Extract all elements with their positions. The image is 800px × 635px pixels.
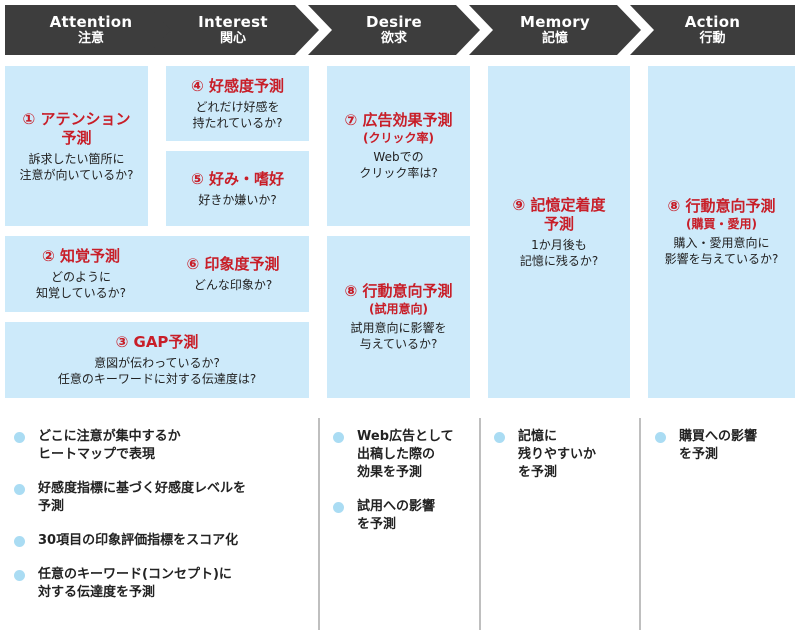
box-ad-effect-prediction: ⑦ 広告効果予測 (クリック率) Webでの クリック率は? (327, 66, 470, 226)
box-memory-retention: ⑨ 記憶定着度 予測 1か月後も 記憶に残るか? (488, 66, 630, 398)
box-favorability-prediction: ④ 好感度予測 どれだけ好感を 持たれているか? (166, 66, 309, 141)
stage-label-jp: 注意 (77, 31, 104, 46)
stage-desire: Desire 欲求 (308, 5, 480, 55)
stage-action: Action 行動 (630, 5, 795, 55)
box-description: どれだけ好感を 持たれているか? (192, 99, 283, 130)
bullet-list-desire: Web広告として 出稿した際の 効果を予測 試用への影響 を予測 (333, 428, 478, 550)
box-title: ④ 好感度予測 (191, 76, 284, 95)
bullet-list-attention-interest: どこに注意が集中するか ヒートマップで表現 好感度指標に基づく好感度レベルを 予… (14, 428, 314, 618)
stage-interest: Interest 関心 (147, 5, 319, 55)
bullet-dot-icon (14, 484, 25, 495)
box-description: 訴求したい箇所に 注意が向いているか? (19, 151, 134, 182)
box-description: 意図が伝わっているか? 任意のキーワードに対する伝達度は? (57, 356, 257, 386)
bullet-item: 購買への影響 を予測 (655, 428, 795, 464)
bullet-item: どこに注意が集中するか ヒートマップで表現 (14, 428, 314, 464)
box-subtitle: (試用意向) (369, 302, 428, 316)
column-separator (479, 418, 481, 630)
impression-group: ⑥ 印象度予測 どんな印象か? (163, 255, 303, 293)
box-description: 好きか嫌いか? (198, 192, 277, 207)
perception-group: ② 知覚予測 どのように 知覚しているか? (11, 247, 151, 301)
bullet-dot-icon (333, 502, 344, 513)
stage-label-en: Action (684, 13, 741, 31)
box-title: ③ GAP予測 (115, 333, 199, 351)
box-title: ② 知覚予測 (42, 247, 120, 265)
stage-label-jp: 行動 (699, 31, 726, 46)
box-title: ⑦ 広告効果予測 (344, 111, 453, 129)
stage-label-jp: 記憶 (541, 31, 568, 46)
box-subtitle: (購買・愛用) (686, 217, 757, 231)
stage-label-jp: 欲求 (380, 31, 407, 46)
box-title: ① アテンション (22, 109, 131, 128)
box-intent-trial: ⑧ 行動意向予測 (試用意向) 試用意向に影響を 与えているか? (327, 236, 470, 398)
box-subtitle: (クリック率) (363, 131, 434, 145)
stage-label-jp: 関心 (219, 31, 246, 46)
bullet-dot-icon (14, 432, 25, 443)
box-preference: ⑤ 好み・嗜好 好きか嫌いか? (166, 151, 309, 226)
box-title: 予測 (543, 214, 574, 233)
bullet-item: 好感度指標に基づく好感度レベルを 予測 (14, 480, 314, 516)
box-title: ⑧ 行動意向予測 (667, 197, 776, 215)
bullet-item: 記憶に 残りやすいか を予測 (494, 428, 634, 482)
stage-attention: Attention 注意 (5, 5, 177, 55)
box-intent-purchase: ⑧ 行動意向予測 (購買・愛用) 購入・愛用意向に 影響を与えているか? (648, 66, 795, 398)
box-description: どのように 知覚しているか? (35, 270, 126, 300)
box-title: ⑨ 記憶定着度 (512, 195, 606, 214)
bullet-item: 任意のキーワード(コンセプト)に 対する伝達度を予測 (14, 566, 314, 602)
bullet-dot-icon (655, 432, 666, 443)
bullet-dot-icon (333, 432, 344, 443)
stage-label-en: Desire (365, 13, 423, 31)
bullet-dot-icon (14, 536, 25, 547)
box-title: ⑤ 好み・嗜好 (191, 169, 284, 188)
box-description: Webでの クリック率は? (359, 150, 438, 180)
box-perception-impression: ② 知覚予測 どのように 知覚しているか? ⑥ 印象度予測 どんな印象か? (5, 236, 309, 312)
bullet-item: 30項目の印象評価指標をスコア化 (14, 532, 314, 550)
box-gap-prediction: ③ GAP予測 意図が伝わっているか? 任意のキーワードに対する伝達度は? (5, 322, 309, 398)
box-description: 購入・愛用意向に 影響を与えているか? (664, 236, 779, 266)
bullet-list-memory: 記憶に 残りやすいか を予測 (494, 428, 634, 498)
bullet-item: Web広告として 出稿した際の 効果を予測 (333, 428, 478, 482)
bullet-dot-icon (494, 432, 505, 443)
box-description: 1か月後も 記憶に残るか? (519, 237, 599, 268)
bullet-list-action: 購買への影響 を予測 (655, 428, 795, 480)
column-separator (318, 418, 320, 630)
box-title: 予測 (61, 128, 92, 147)
stage-memory: Memory 記憶 (469, 5, 641, 55)
box-description: どんな印象か? (193, 278, 273, 292)
box-title: ⑧ 行動意向予測 (344, 282, 453, 300)
box-title: ⑥ 印象度予測 (186, 255, 280, 273)
stage-label-en: Interest (198, 13, 268, 31)
box-description: 試用意向に影響を 与えているか? (350, 321, 447, 351)
column-separator (639, 418, 641, 630)
stage-label-en: Attention (49, 13, 133, 31)
stage-label-en: Memory (519, 13, 590, 31)
box-attention-prediction: ① アテンション 予測 訴求したい箇所に 注意が向いているか? (5, 66, 148, 226)
bullet-item: 試用への影響 を予測 (333, 498, 478, 534)
bullet-dot-icon (14, 570, 25, 581)
